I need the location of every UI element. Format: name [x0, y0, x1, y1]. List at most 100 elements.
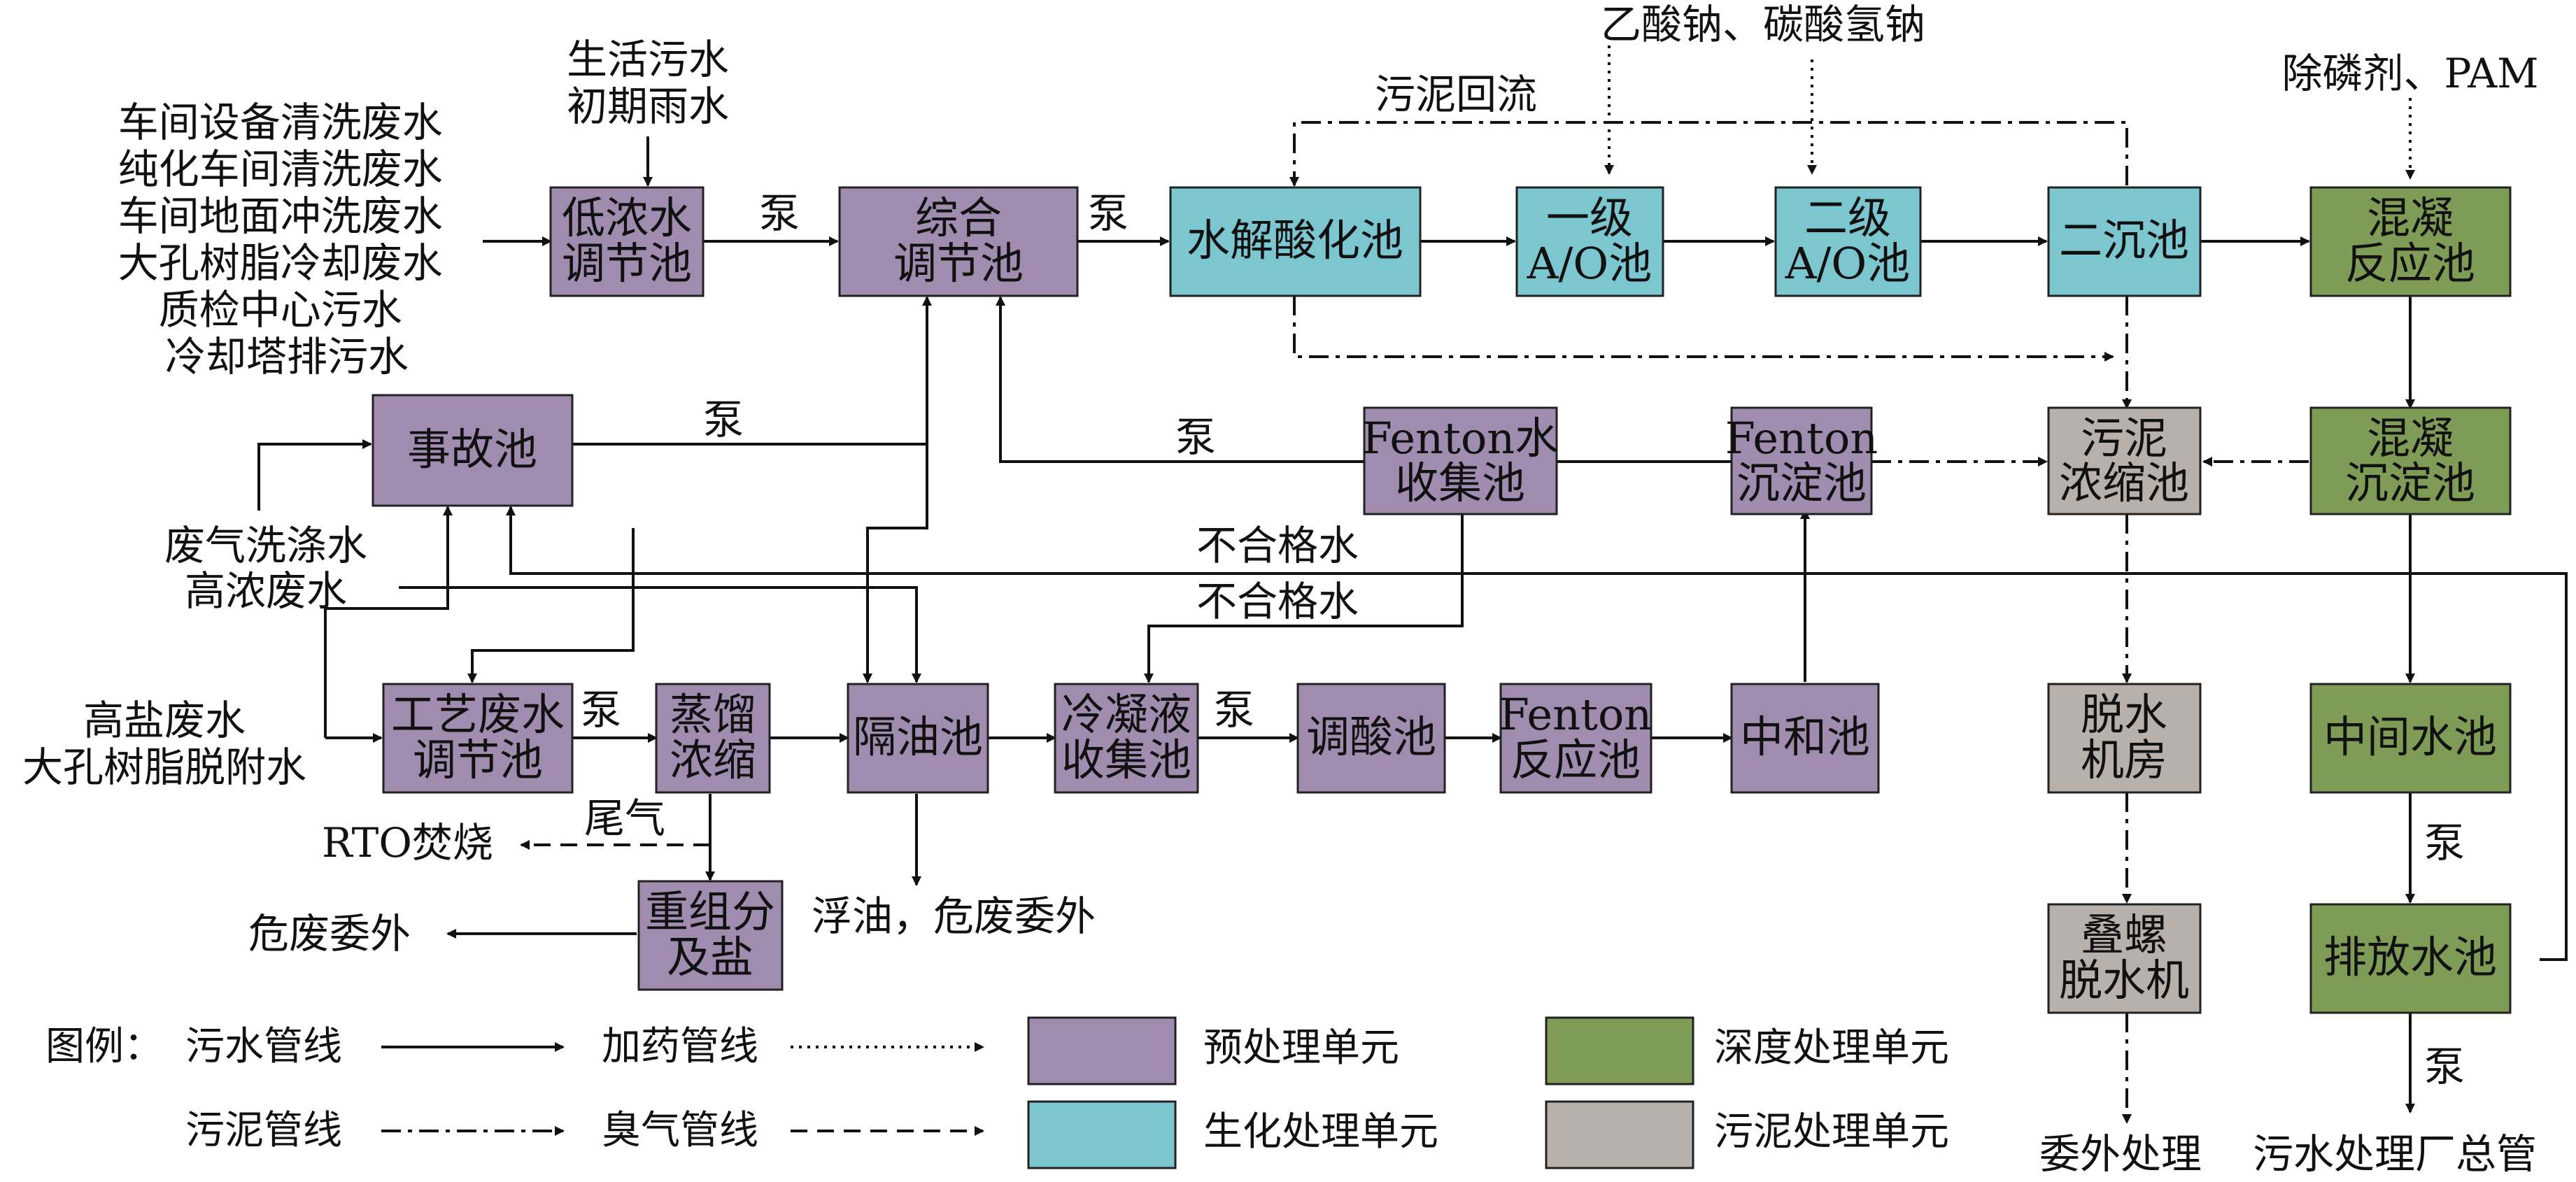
coag-settle-label: 混凝沉淀池: [2345, 413, 2475, 508]
pump-label-5: 泵: [581, 686, 621, 734]
fenton-collect-label: Fenton水收集池: [1362, 413, 1558, 508]
evaporation-label: 蒸馏浓缩: [670, 689, 756, 785]
ao1-box: [1515, 186, 1664, 297]
legend-advanced-label: 深度处理单元: [1714, 1025, 1949, 1071]
ao2-box: [1774, 186, 1922, 297]
oil-separator-box: [847, 683, 989, 794]
sewage-plant-label: 污水处理厂总管: [2253, 1130, 2537, 1178]
legend-title: 图例：: [45, 1024, 163, 1069]
fenton-settle-box: [1730, 406, 1873, 515]
coag-reaction-label: 混凝反应池: [2345, 192, 2475, 289]
legend-sludge-line-label: 污泥管线: [185, 1108, 342, 1153]
flow-gas-to-oil: [399, 586, 921, 683]
sludge-thickener-label: 污泥浓缩池: [2059, 413, 2189, 508]
pump-label-4: 泵: [1175, 413, 1216, 461]
legend-sewage-line-label: 污水管线: [185, 1024, 342, 1069]
unqualified-water-label-1: 不合格水: [1196, 522, 1359, 569]
comprehensive-tank-box: [838, 186, 1079, 297]
input-labels: 生活污水初期雨水 车间设备清洗废水 纯化车间清洗废水 车间地面冲洗废水 大孔树脂…: [22, 1, 2539, 1178]
pump-label-7: 泵: [2424, 819, 2465, 867]
pump-label-2: 泵: [1088, 190, 1128, 237]
coag-reaction-box: [2309, 186, 2512, 297]
pump-label-1: 泵: [759, 190, 800, 237]
flow-lines: [257, 45, 2568, 1124]
sludge-hydrolysis-to-thickener: [1293, 296, 2114, 362]
sludge-thickener-box: [2047, 406, 2202, 515]
unqualified-water-label-2: 不合格水: [1196, 578, 1359, 625]
dewater-room-box: [2047, 683, 2202, 794]
sludge-return-label: 污泥回流: [1375, 71, 1537, 118]
hydrolysis-tank-label: 水解酸化池: [1187, 215, 1403, 266]
rto-label: RTO焚烧: [322, 819, 493, 867]
unit-boxes: [371, 186, 2512, 1014]
intermediate-tank-label: 中间水池: [2323, 711, 2497, 762]
legend-advanced-swatch: [1545, 1016, 1694, 1085]
pump-label-6: 泵: [1214, 686, 1254, 734]
secondary-clarifier-label: 二沉池: [2059, 215, 2189, 266]
pump-label-8: 泵: [2424, 1043, 2465, 1090]
process-tank-label: 工艺废水调节池: [391, 689, 565, 785]
legend-biochemical-label: 生化处理单元: [1203, 1109, 1438, 1155]
low-conc-tank-box: [549, 186, 705, 297]
pump-label-3: 泵: [703, 396, 744, 443]
flow-accident-to-comprehensive: [572, 296, 932, 446]
domestic-input-label: 生活污水初期雨水: [567, 36, 729, 130]
outsourced-label: 委外处理: [2039, 1130, 2202, 1178]
comprehensive-tank-label: 综合调节池: [893, 192, 1024, 289]
legend-pretreatment-swatch: [1027, 1016, 1177, 1085]
legend-biochemical-swatch: [1027, 1100, 1177, 1169]
flow-gas-to-accident: [257, 439, 372, 511]
screw-press-box: [2047, 903, 2202, 1014]
accident-tank-box: [371, 394, 574, 507]
flow-unqualified-1: [506, 506, 2568, 961]
heavy-salt-box: [637, 880, 784, 991]
floating-oil-label: 浮油，危废委外: [812, 892, 1096, 940]
low-conc-tank-label: 低浓水调节池: [562, 192, 692, 289]
hazardous-waste-label: 危废委外: [248, 910, 411, 957]
sludge-return-line: [1289, 121, 2128, 187]
flow-unqualified-2: [1144, 514, 1464, 683]
hydrolysis-tank-box: [1169, 186, 1422, 297]
neutralization-label: 中和池: [1740, 711, 1870, 762]
flow-rise-to-accident: [324, 506, 453, 738]
high-salt-input-label: 高盐废水大孔树脂脱附水: [22, 697, 306, 791]
gas-washing-input-label: 废气洗涤水高浓废水: [164, 522, 367, 615]
discharge-tank-label: 排放水池: [2323, 932, 2497, 983]
workshop-input-label: 车间设备清洗废水 纯化车间清洗废水 车间地面冲洗废水 大孔树脂冷却废水 质检中心…: [118, 99, 455, 380]
flow-comprehensive-to-oil: [863, 297, 928, 683]
heavy-salt-label: 重组分及盐: [645, 886, 775, 983]
flow-fenton-collect-to-comprehensive: [996, 296, 1364, 463]
coag-settle-box: [2309, 406, 2512, 515]
acid-tank-box: [1296, 683, 1446, 794]
evaporation-box: [655, 683, 771, 794]
carbon-source-label: 乙酸钠、碳酸氢钠: [1601, 1, 1925, 48]
accident-tank-label: 事故池: [407, 424, 537, 475]
condensate-tank-box: [1054, 683, 1199, 794]
acid-tank-label: 调酸池: [1306, 711, 1436, 762]
flow-to-process: [467, 528, 635, 683]
tail-gas-label: 尾气: [584, 795, 665, 842]
legend-dosing-line-label: 加药管线: [602, 1024, 758, 1069]
fenton-collect-box: [1363, 406, 1558, 515]
coagulant-label: 除磷剂、PAM: [2282, 50, 2539, 97]
intermediate-tank-box: [2309, 683, 2512, 794]
screw-press-label: 叠螺脱水机: [2059, 909, 2189, 1006]
legend-pretreatment-label: 预处理单元: [1203, 1025, 1399, 1071]
oil-separator-label: 隔油池: [853, 711, 983, 762]
discharge-tank-box: [2309, 903, 2512, 1014]
legend: 图例： 污水管线 加药管线 污泥管线 臭气管线 预处理单元 生化处理单元 深度处…: [45, 1016, 1949, 1169]
condensate-tank-label: 冷凝液收集池: [1061, 689, 1191, 785]
legend-sludge-label: 污泥处理单元: [1714, 1109, 1949, 1155]
legend-sludge-swatch: [1545, 1100, 1694, 1169]
fenton-reaction-box: [1499, 683, 1653, 794]
process-tank-box: [382, 683, 574, 794]
neutralization-box: [1730, 683, 1880, 794]
legend-odor-line-label: 臭气管线: [602, 1108, 758, 1153]
dewater-room-label: 脱水机房: [2081, 689, 2167, 785]
